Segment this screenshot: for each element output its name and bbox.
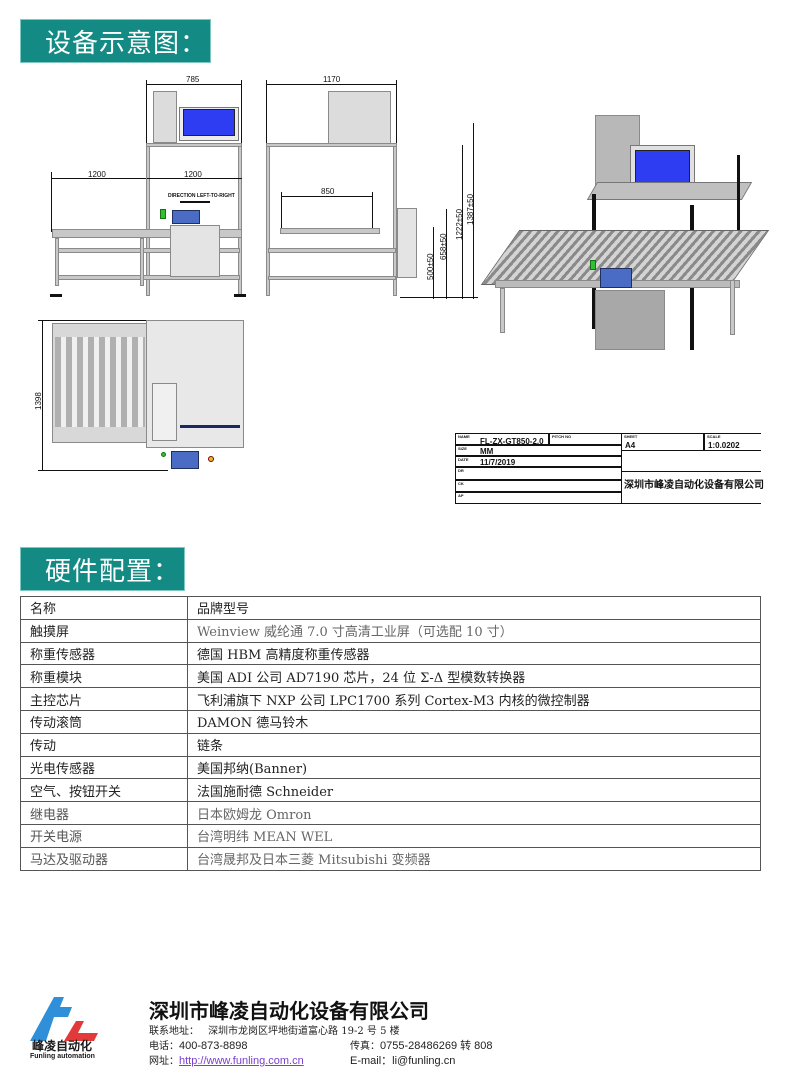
logo-mark-icon bbox=[30, 997, 98, 1041]
table-row: 光电传感器 美国邦纳(Banner) bbox=[20, 755, 761, 780]
table-row: 传动 链条 bbox=[20, 732, 761, 757]
table-row: 触摸屏 Weinview 威纶通 7.0 寸高清工业屏（可选配 10 寸） bbox=[20, 618, 761, 643]
dim-850: 850 bbox=[321, 187, 335, 196]
drawing-company: 深圳市峰凌自动化设备有限公司 bbox=[624, 480, 764, 491]
footer-website: 网址：http://www.funling.com.cn bbox=[149, 1055, 304, 1067]
dim-1200-left: 1200 bbox=[88, 170, 106, 179]
table-row: 空气、按钮开关 法国施耐德 Schneider bbox=[20, 778, 761, 803]
dim-1200-right: 1200 bbox=[184, 170, 202, 179]
isometric-view-drawing bbox=[480, 110, 770, 370]
dim-1222: 1222±50 bbox=[455, 208, 464, 240]
dim-1170: 1170 bbox=[323, 75, 341, 84]
header-brand: 品牌型号 bbox=[187, 596, 761, 620]
logo-text-cn: 峰凌自动化 bbox=[32, 1039, 93, 1053]
footer-fax: 传真：0755-28486269 转 808 bbox=[350, 1040, 493, 1052]
footer-phone: 电话：400-873-8898 bbox=[149, 1040, 248, 1052]
drawing-sheet: A4 bbox=[625, 441, 636, 450]
section-header-hardware: 硬件配置： bbox=[20, 547, 185, 591]
drawing-name: FL-ZX-GT850-2.0 bbox=[480, 437, 544, 446]
table-header-row: 名称 品牌型号 bbox=[20, 596, 761, 620]
website-link[interactable]: http://www.funling.com.cn bbox=[179, 1055, 304, 1067]
table-row: 称重模块 美国 ADI 公司 AD7190 芯片，24 位 Σ-Δ 型模数转换器 bbox=[20, 664, 761, 689]
logo-text-en: Funling automation bbox=[30, 1053, 95, 1060]
dim-1387: 1387±50 bbox=[466, 193, 475, 225]
dim-1398: 1398 bbox=[34, 392, 43, 410]
dim-500: 500±50 bbox=[426, 253, 435, 280]
drawing-date: 11/7/2019 bbox=[480, 458, 516, 467]
company-logo: 峰凌自动化 Funling automation bbox=[20, 993, 110, 1083]
direction-label: DIRECTION LEFT-TO-RIGHT bbox=[168, 193, 235, 199]
section-title: 硬件配置： bbox=[45, 556, 181, 587]
table-row: 马达及驱动器 台湾晟邦及日本三菱 Mitsubishi 变频器 bbox=[20, 846, 761, 871]
table-row: 传动滚筒 DAMON 德马铃木 bbox=[20, 709, 761, 734]
header-name: 名称 bbox=[20, 596, 188, 620]
drawing-title-block: NAME FL-ZX-GT850-2.0 PITCH NO SIZE MM DA… bbox=[455, 433, 764, 507]
table-row: 继电器 日本欧姆龙 Omron bbox=[20, 801, 761, 825]
table-row: 主控芯片 飞利浦旗下 NXP 公司 LPC1700 系列 Cortex-M3 内… bbox=[20, 687, 761, 711]
footer-email: E-mail：li@funling.cn bbox=[350, 1055, 456, 1067]
section-title: 设备示意图： bbox=[45, 28, 208, 59]
email-link[interactable]: li@funling.cn bbox=[392, 1055, 456, 1067]
top-view-drawing: 1398 bbox=[0, 0, 260, 480]
drawing-scale: 1:0.0202 bbox=[708, 441, 740, 450]
hardware-config-table: 名称 品牌型号 触摸屏 Weinview 威纶通 7.0 寸高清工业屏（可选配 … bbox=[20, 596, 761, 871]
table-row: 开关电源 台湾明纬 MEAN WEL bbox=[20, 823, 761, 848]
drawing-size: MM bbox=[480, 447, 494, 456]
table-row: 称重传感器 德国 HBM 高精度称重传感器 bbox=[20, 641, 761, 666]
footer-company-name: 深圳市峰凌自动化设备有限公司 bbox=[149, 999, 429, 1023]
dim-785: 785 bbox=[186, 75, 200, 84]
dim-658: 658±50 bbox=[439, 233, 448, 260]
section-header-diagram: 设备示意图： bbox=[20, 19, 211, 63]
front-view-drawing: 785 1200 1200 DIRECTION LEFT-TO-RIGHT bbox=[0, 0, 260, 310]
side-view-drawing: 1170 850 500±50 658±50 1222±50 1387±50 bbox=[0, 0, 480, 310]
footer-address: 联系地址： 深圳市龙岗区坪地街道富心路 19-2 号 5 楼 bbox=[149, 1026, 400, 1037]
